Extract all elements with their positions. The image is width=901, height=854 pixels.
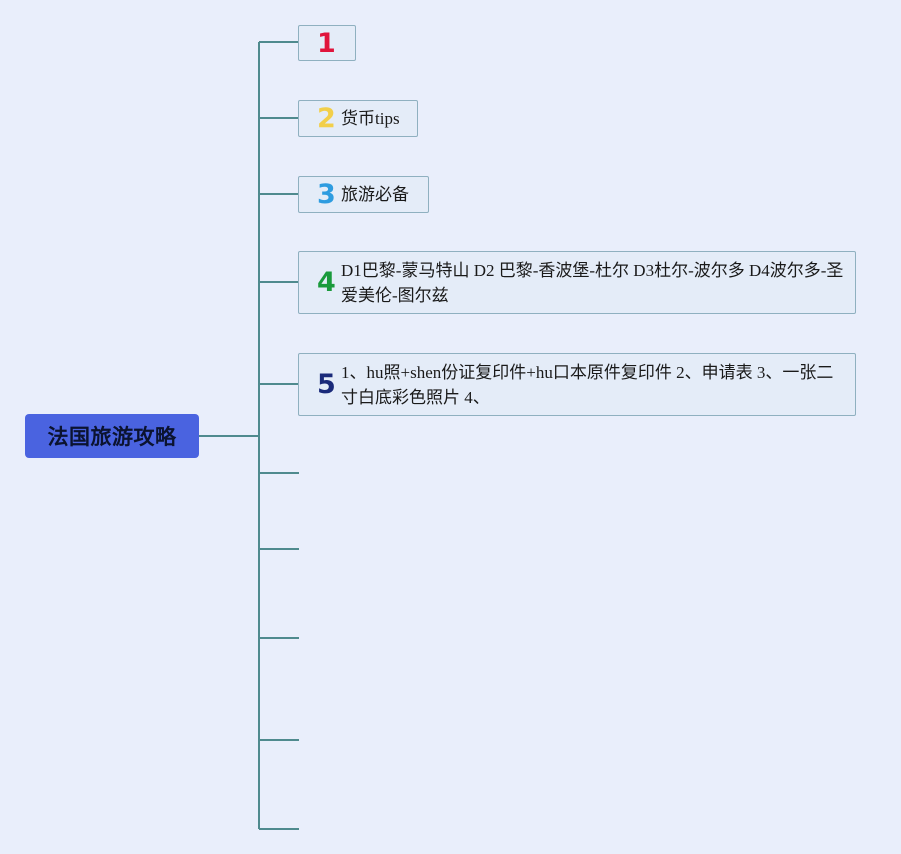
branch-node-text: D1巴黎-蒙马特山 D2 巴黎-香波堡-杜尔 D3杜尔-波尔多 D4波尔多-圣爱… — [341, 260, 844, 305]
number-3-icon: 3 — [317, 179, 336, 210]
branch-node-4[interactable]: 4 D1巴黎-蒙马特山 D2 巴黎-香波堡-杜尔 D3杜尔-波尔多 D4波尔多-… — [298, 251, 856, 314]
number-2-icon: 2 — [317, 103, 336, 134]
branch-node-text: 旅游必备 — [341, 185, 409, 204]
branch-node-2[interactable]: 2 货币tips — [298, 100, 418, 137]
number-4-icon: 4 — [317, 267, 336, 298]
branch-node-text: 1、hu照+shen份证复印件+hu口本原件复印件 2、申请表 3、一张二寸白底… — [341, 362, 834, 407]
branch-node-3[interactable]: 3 旅游必备 — [298, 176, 429, 213]
branch-node-1[interactable]: 1 — [298, 25, 356, 61]
root-topic-label: 法国旅游攻略 — [47, 425, 177, 449]
number-1-icon: 1 — [317, 27, 336, 59]
branch-node-text: 货币tips — [341, 109, 400, 128]
root-topic[interactable]: 法国旅游攻略 — [25, 414, 199, 458]
branch-node-5[interactable]: 5 1、hu照+shen份证复印件+hu口本原件复印件 2、申请表 3、一张二寸… — [298, 353, 856, 416]
number-5-icon: 5 — [317, 369, 336, 400]
